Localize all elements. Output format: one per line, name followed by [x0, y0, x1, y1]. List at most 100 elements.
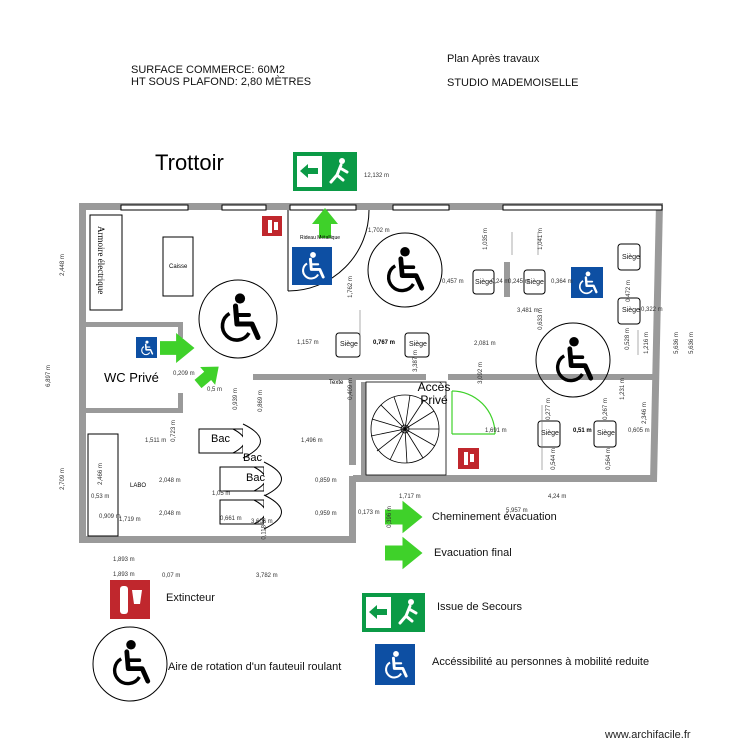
dimension-label: 1,035 m [482, 228, 489, 250]
private-access-label: Accès Privé [417, 380, 451, 407]
surface-text: SURFACE COMMERCE: 60M2 [131, 64, 286, 76]
private-access-door [451, 390, 496, 435]
dimension-label: 1,762 m [347, 276, 354, 298]
dimension-label: 2,048 m [159, 478, 181, 484]
plan-title: Plan Après travaux [447, 53, 540, 65]
basins [198, 423, 282, 530]
dimension-label: 0,5 m [207, 387, 223, 393]
dimension-label: 0,909 m [99, 514, 121, 520]
dimension-label: 4,24 m [548, 494, 567, 500]
seat-shapes [335, 243, 641, 448]
legend-cheminement: Cheminement évacuation [432, 511, 557, 523]
labo-label: LABO [130, 483, 147, 489]
texte-label: Texte [329, 380, 344, 386]
dimension-label: 0,859 m [315, 478, 337, 484]
ceiling-text: HT SOUS PLAFOND: 2,80 MÈTRES [131, 76, 312, 88]
dimension-label: 0,209 m [173, 371, 195, 377]
dimension-label: 0,267 m [602, 398, 609, 420]
dimension-label: 0,245 m [508, 279, 530, 285]
dimension-lines [359, 232, 639, 470]
armoire-box [89, 214, 123, 311]
seat-label: Siège [526, 279, 544, 286]
armoire-label: Armoire électrique [96, 226, 106, 295]
dimension-label: 0,767 m [373, 340, 396, 346]
dimension-label: 3,387 m [412, 350, 419, 372]
dimension-label: 5,636 m [688, 332, 695, 354]
evacuation-arrow-icon [160, 208, 423, 570]
dimension-label: 6,897 m [45, 365, 52, 387]
dimension-label: 3,606 m [251, 519, 273, 525]
dimension-label: 0,939 m [232, 388, 239, 410]
spiral-staircase-icon [365, 381, 447, 476]
dimension-label: 3,782 m [256, 573, 278, 579]
seat-label: Siège [541, 430, 559, 437]
dimension-label: 1,216 m [643, 332, 650, 354]
seat-label: Siège [409, 341, 427, 348]
dimension-label: 0,605 m [628, 428, 650, 434]
exit-sign-icon [293, 152, 425, 632]
dimension-label: 3,481 m [517, 308, 539, 314]
dimension-label: 2,466 m [97, 463, 104, 485]
dimension-label: 2,081 m [474, 341, 496, 347]
dimension-label: 1,511 m [145, 438, 167, 444]
entrance-door [287, 209, 370, 292]
dimension-label: 0,959 m [315, 511, 337, 517]
seat-label: Siège [475, 279, 493, 286]
dimension-label: 0,24 m [491, 279, 510, 285]
dimension-label: 1,893 m [113, 572, 135, 578]
fire-extinguisher-icon [110, 216, 479, 619]
dimension-label: 1,691 m [485, 428, 507, 434]
rotation-circles [92, 232, 611, 702]
dimension-label: 0,173 m [358, 510, 380, 516]
legend-rotation: Aire de rotation d'un fauteuil roulant [168, 661, 342, 673]
bac-label-1: Bac [211, 433, 230, 445]
wc-label: WC Privé [104, 370, 159, 385]
legend-extincteur: Extincteur [166, 592, 215, 604]
legend-evacuation: Evacuation final [434, 547, 512, 559]
caisse-label: Caisse [169, 264, 188, 270]
rideau-label: Rideau Métallique [300, 235, 341, 241]
dimension-label: 0,118 m [261, 518, 268, 540]
dimension-label: 1,157 m [297, 340, 319, 346]
dimension-label: 0,277 m [545, 398, 552, 420]
dimension-label: 1,717 m [399, 494, 421, 500]
dimension-label: 1,496 m [301, 438, 323, 444]
dimension-label: 1,893 m [113, 557, 135, 563]
dimension-label: 2,346 m [641, 402, 648, 424]
accessibility-icon [136, 247, 603, 685]
dimension-label: 1,041 m [537, 228, 544, 250]
dimension-label: 0,07 m [162, 573, 181, 579]
dimension-label: 0,457 m [442, 279, 464, 285]
legend-issue: Issue de Secours [437, 601, 522, 613]
caisse-box [162, 236, 194, 297]
dimension-label: 0,633 m [537, 308, 544, 330]
walls [79, 203, 663, 543]
dimension-label: 2,048 m [159, 511, 181, 517]
seat-label: Siège [622, 307, 640, 314]
dimension-label: 5,957 m [506, 508, 528, 514]
dimension-label: 0,364 m [551, 279, 573, 285]
street-label: Trottoir [155, 150, 224, 175]
dimension-label: 0,723 m [170, 420, 177, 442]
legend-accessibilite: Accéssibilité au personnes à mobilité re… [432, 656, 650, 668]
seat-label: Siège [340, 341, 358, 348]
studio-name: STUDIO MADEMOISELLE [447, 77, 579, 89]
dimension-label: 0,409 m [347, 378, 354, 400]
dimension-label: 0,53 m [91, 494, 110, 500]
seat-label: Siège [622, 254, 640, 261]
dimension-label: 0,322 m [641, 307, 663, 313]
windows [120, 204, 663, 211]
seat-label: Siège [597, 430, 615, 437]
dimension-label: 0,51 m [573, 428, 592, 434]
dimension-label: 3,092 m [477, 362, 484, 384]
dimension-label: 0,564 m [605, 448, 612, 470]
bac-label-3: Bac [246, 472, 265, 484]
dimension-label: 0,661 m [220, 516, 242, 522]
dimension-label: 2,448 m [59, 254, 66, 276]
labo-box [87, 433, 119, 537]
dimension-label: 1,719 m [119, 517, 141, 523]
dimension-label: 0,528 m [624, 328, 631, 350]
dimension-label: 1,702 m [368, 228, 390, 234]
watermark[interactable]: www.archifacile.fr [605, 729, 691, 741]
